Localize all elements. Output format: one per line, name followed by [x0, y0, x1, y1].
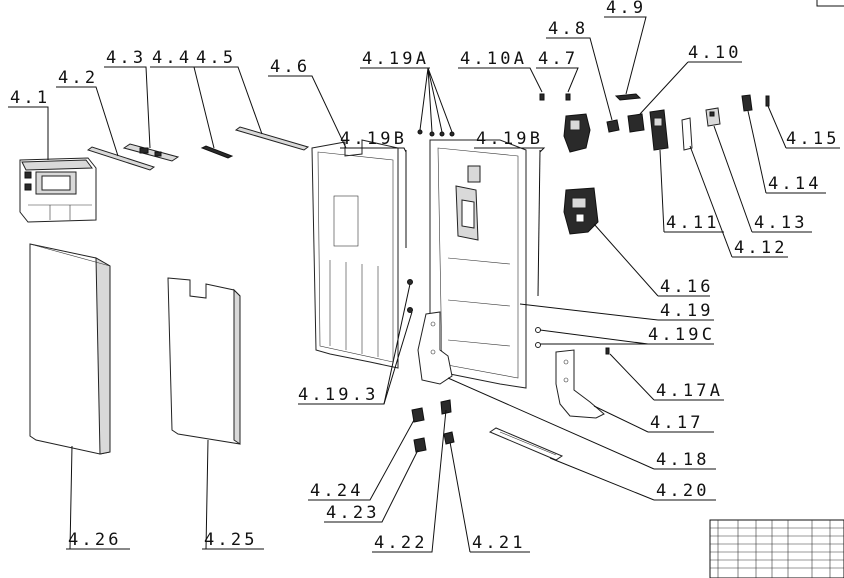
label-4-8: 4.8: [548, 19, 588, 39]
part-4-12-clip: [681, 117, 693, 151]
part-4-20-strip: [488, 427, 564, 461]
part-4-7-latch: [563, 113, 591, 153]
part-4-17-hinge: [555, 349, 605, 419]
part-4-13-part: [705, 107, 721, 127]
part-4-26-outer-door: [29, 243, 111, 455]
part-4-3-board: [122, 143, 180, 162]
label-4-20: 4.20: [656, 481, 710, 501]
leader-lines: [8, 16, 840, 553]
part-4-19c-screws: [535, 327, 541, 348]
label-4-26: 4.26: [68, 530, 122, 550]
label-4-17: 4.17: [650, 413, 704, 433]
part-4-19b-screws: [405, 149, 541, 313]
title-block: [709, 519, 844, 578]
label-4-19a: 4.19A: [362, 49, 429, 69]
label-4-3: 4.3: [106, 48, 146, 68]
label-4-12: 4.12: [734, 238, 788, 258]
label-4-19c: 4.19C: [648, 325, 715, 345]
part-labels: 4.1 4.2 4.3 4.4 4.5 4.6 4.19A 4.19B 4.10…: [10, 0, 840, 553]
label-4-5: 4.5: [196, 48, 236, 68]
label-4-9: 4.9: [606, 0, 646, 18]
part-4-4-strip: [200, 145, 234, 159]
label-4-25: 4.25: [204, 530, 258, 550]
label-4-4: 4.4: [152, 48, 192, 68]
part-4-10-part: [627, 113, 645, 133]
part-4-18-hinge: [417, 311, 453, 385]
corner-mark: [816, 0, 844, 7]
part-4-22: [440, 399, 452, 415]
part-4-19a-screws: [417, 129, 455, 137]
label-4-6: 4.6: [270, 57, 310, 77]
label-4-22: 4.22: [374, 533, 428, 553]
part-4-14-part: [741, 94, 753, 112]
part-4-24: [411, 407, 425, 423]
label-4-23: 4.23: [326, 503, 380, 523]
part-4-25-insulation-panel: [167, 277, 241, 445]
label-4-15: 4.15: [786, 129, 840, 149]
part-4-9-plate: [614, 93, 642, 101]
label-4-18: 4.18: [656, 450, 710, 470]
label-4-19b-left: 4.19B: [340, 129, 407, 149]
label-4-24: 4.24: [310, 481, 364, 501]
part-4-5-strip: [234, 126, 310, 151]
label-4-17a: 4.17A: [656, 381, 723, 401]
label-4-11: 4.11: [666, 213, 720, 233]
label-4-16: 4.16: [660, 277, 714, 297]
label-4-19-3: 4.19.3: [298, 385, 379, 405]
part-4-10a-screws: [539, 93, 571, 101]
label-4-19: 4.19: [660, 301, 714, 321]
label-4-10: 4.10: [688, 43, 742, 63]
part-4-2-strip: [86, 146, 156, 171]
label-4-2: 4.2: [58, 68, 98, 88]
part-4-21: [443, 431, 455, 445]
part-4-11-block: [649, 109, 669, 151]
label-4-13: 4.13: [754, 213, 808, 233]
label-4-10a: 4.10A: [460, 49, 527, 69]
label-4-14: 4.14: [768, 174, 822, 194]
label-4-19b-right: 4.19B: [476, 129, 543, 149]
part-4-15-pin: [765, 95, 770, 107]
part-4-1-control-panel: [19, 157, 97, 223]
label-4-21: 4.21: [472, 533, 526, 553]
part-4-8-small-part: [606, 119, 620, 133]
part-4-16-lock: [563, 187, 599, 235]
part-4-23: [413, 437, 427, 453]
label-4-7: 4.7: [538, 49, 578, 69]
part-4-19-door-frame: [429, 139, 527, 389]
part-4-6-inner-panel: [311, 139, 399, 369]
part-4-17a-screw: [605, 347, 610, 355]
label-4-1: 4.1: [10, 88, 50, 108]
